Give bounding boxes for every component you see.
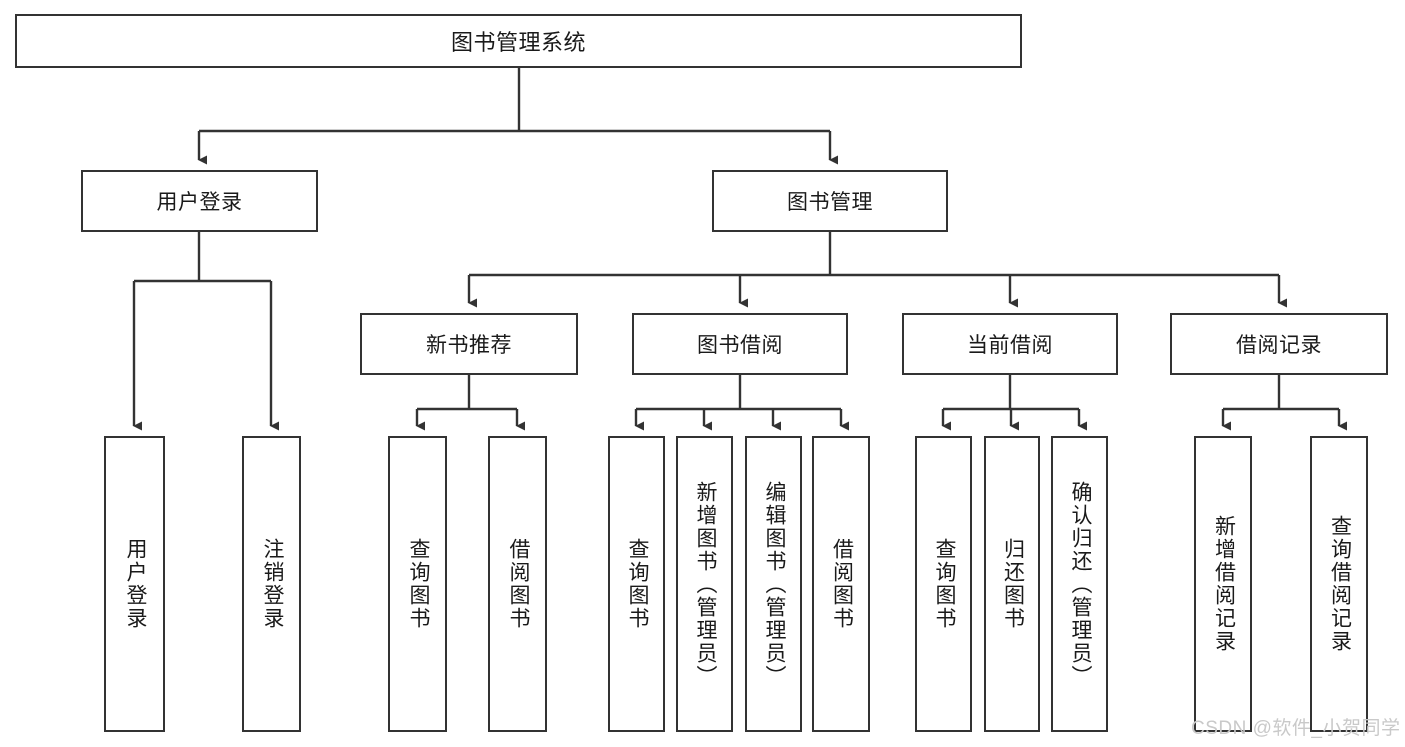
node-label: 归还图书 bbox=[1001, 538, 1025, 630]
node-borrow-record[interactable]: 借阅记录 bbox=[1170, 313, 1388, 375]
node-label: 用户登录 bbox=[123, 538, 147, 630]
node-label: 编辑图书（管理员） bbox=[762, 480, 786, 688]
node-label: 借阅图书 bbox=[506, 538, 530, 630]
node-user-login[interactable]: 用户登录 bbox=[81, 170, 318, 232]
node-root-book-management-system[interactable]: 图书管理系统 bbox=[15, 14, 1022, 68]
node-label: 新增图书（管理员） bbox=[693, 480, 717, 688]
node-leaf-query-book-1[interactable]: 查询图书 bbox=[388, 436, 447, 732]
node-label: 查询图书 bbox=[625, 538, 649, 630]
node-label: 注销登录 bbox=[260, 538, 284, 630]
node-label: 图书借阅 bbox=[697, 334, 783, 357]
node-leaf-query-book-2[interactable]: 查询图书 bbox=[608, 436, 665, 732]
node-current-borrow[interactable]: 当前借阅 bbox=[902, 313, 1118, 375]
node-leaf-add-book[interactable]: 新增图书（管理员） bbox=[676, 436, 733, 732]
node-leaf-borrow-book-1[interactable]: 借阅图书 bbox=[488, 436, 547, 732]
node-book-manage[interactable]: 图书管理 bbox=[712, 170, 948, 232]
node-book-borrow[interactable]: 图书借阅 bbox=[632, 313, 848, 375]
node-leaf-user-login[interactable]: 用户登录 bbox=[104, 436, 165, 732]
node-label: 用户登录 bbox=[156, 191, 243, 214]
node-new-book-recommend[interactable]: 新书推荐 bbox=[360, 313, 578, 375]
node-label: 当前借阅 bbox=[967, 334, 1053, 357]
node-label: 查询图书 bbox=[406, 538, 430, 630]
node-leaf-add-borrow-record[interactable]: 新增借阅记录 bbox=[1194, 436, 1252, 732]
node-leaf-confirm-return[interactable]: 确认归还（管理员） bbox=[1051, 436, 1108, 732]
node-label: 借阅图书 bbox=[830, 538, 854, 630]
node-leaf-query-borrow-record[interactable]: 查询借阅记录 bbox=[1310, 436, 1368, 732]
node-leaf-borrow-book-2[interactable]: 借阅图书 bbox=[812, 436, 870, 732]
node-leaf-user-logout[interactable]: 注销登录 bbox=[242, 436, 301, 732]
node-label: 确认归还（管理员） bbox=[1068, 480, 1092, 688]
node-label: 新书推荐 bbox=[426, 334, 512, 357]
csdn-watermark: CSDN @软件_小贺同学 bbox=[1191, 718, 1401, 739]
node-label: 新增借阅记录 bbox=[1212, 515, 1236, 653]
node-label: 查询借阅记录 bbox=[1328, 515, 1352, 653]
node-label: 查询图书 bbox=[932, 538, 956, 630]
node-label: 图书管理系统 bbox=[450, 30, 586, 55]
node-leaf-edit-book[interactable]: 编辑图书（管理员） bbox=[745, 436, 802, 732]
node-leaf-query-book-3[interactable]: 查询图书 bbox=[915, 436, 972, 732]
node-leaf-return-book[interactable]: 归还图书 bbox=[984, 436, 1040, 732]
node-label: 借阅记录 bbox=[1236, 334, 1322, 357]
node-label: 图书管理 bbox=[787, 191, 873, 214]
